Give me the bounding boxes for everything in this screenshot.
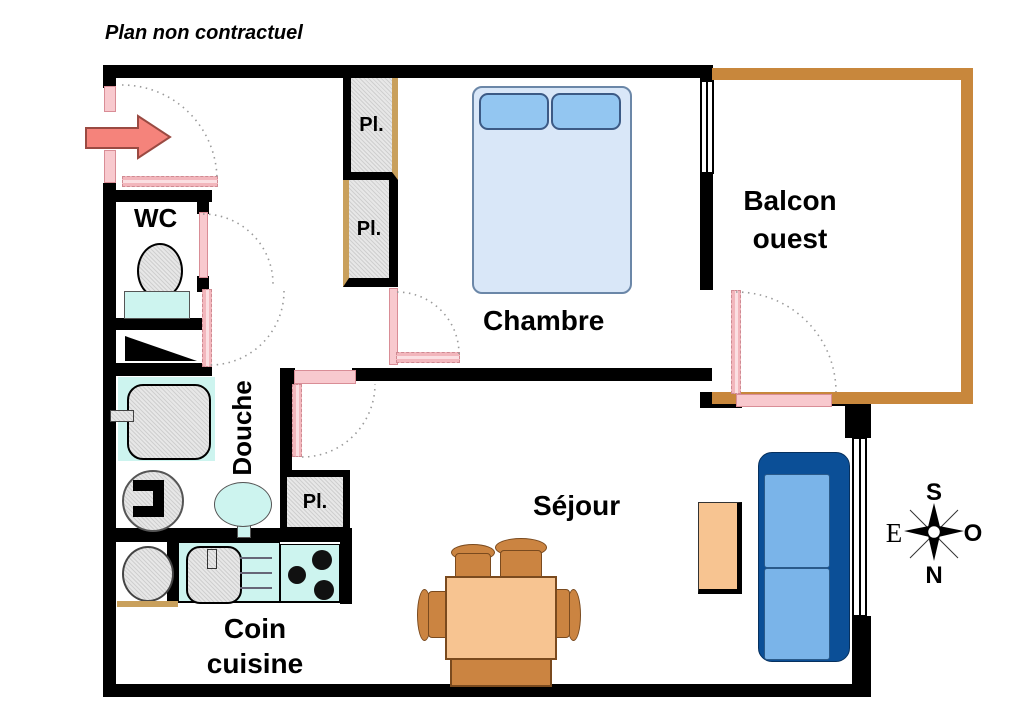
cuisine-label: Coin cuisine xyxy=(160,611,350,681)
sejour-label: Séjour xyxy=(533,490,621,521)
balcon-label: Balcon ouest xyxy=(720,182,860,258)
dining-chair-seat xyxy=(500,550,542,581)
wall-balcony-b xyxy=(700,172,713,290)
wall-shaft-bottom xyxy=(116,363,212,376)
wall-wc-right-b xyxy=(197,276,209,292)
bed-pillow-left xyxy=(479,93,549,130)
balcony-door-arc xyxy=(735,291,837,393)
chambre-door-jamb xyxy=(389,288,398,365)
wall-hall-stub xyxy=(280,368,295,384)
drainboard-line xyxy=(240,572,272,574)
bathroom-sink xyxy=(214,482,272,527)
wall-bottom xyxy=(103,684,871,697)
sofa-cushion-bottom xyxy=(764,568,830,660)
closet-pl2: Pl. xyxy=(343,180,398,287)
compass-north-label: N xyxy=(925,562,942,589)
kitchen-tan-strip xyxy=(117,601,178,607)
toilet-tank xyxy=(124,291,190,319)
hall-door-arc xyxy=(301,383,376,458)
heater-symbol-top xyxy=(133,480,163,491)
chambre-door-leaf xyxy=(396,352,460,363)
entry-jamb-top xyxy=(104,86,116,112)
door-swing-arcs xyxy=(121,84,837,458)
compass-west-label: O xyxy=(964,520,983,547)
sejour-window xyxy=(852,437,867,617)
wall-balcony-a xyxy=(700,65,713,82)
compass-rose-icon: S N E O xyxy=(886,479,983,589)
fridge xyxy=(122,546,174,602)
closet-pl3: Pl. xyxy=(280,470,350,534)
douche-door-arc xyxy=(209,290,285,366)
wall-right-lower xyxy=(852,616,871,686)
wall-chambre-sejour xyxy=(352,368,712,381)
burner xyxy=(312,550,332,570)
sideboard xyxy=(698,502,742,594)
chambre-door-arc xyxy=(396,291,460,355)
kitchen-faucet xyxy=(207,549,217,569)
wall-wc-right-a xyxy=(197,190,209,214)
duct-triangle xyxy=(125,336,197,361)
balcony-door-leaf xyxy=(731,290,741,394)
burner xyxy=(288,566,306,584)
compass-center xyxy=(926,524,942,540)
balcony-door-sill xyxy=(736,394,832,407)
compass-east-label: E xyxy=(886,518,903,548)
closet-label: Pl. xyxy=(302,490,328,513)
cuisine-label-line1: Coin xyxy=(223,613,287,644)
entry-door-leaf xyxy=(122,176,218,187)
cuisine-label-line2: cuisine xyxy=(206,648,304,679)
hall-door-sill xyxy=(294,370,356,384)
wall-left-lower xyxy=(103,183,116,697)
closet-label: Pl. xyxy=(356,217,382,240)
shower-faucet xyxy=(110,410,134,422)
balcon-label-line1: Balcon xyxy=(743,185,837,216)
wc-label: WC xyxy=(134,203,178,233)
sofa-cushion-top xyxy=(764,474,830,568)
balcon-label-line2: ouest xyxy=(752,222,828,254)
bed-pillow-right xyxy=(551,93,621,130)
heater-symbol-side xyxy=(153,480,164,517)
drainboard-line xyxy=(240,587,272,589)
wall-douche-right xyxy=(280,378,292,472)
chambre-label: Chambre xyxy=(483,305,605,336)
wall-kitchen-right xyxy=(340,528,352,604)
closet-label: Pl. xyxy=(359,113,384,136)
wc-door-jamb xyxy=(199,212,208,278)
douche-door-leaf xyxy=(202,289,212,367)
wall-wc-bottom xyxy=(116,318,212,330)
closet-pl1: Pl. xyxy=(343,78,398,180)
heater-symbol-bottom xyxy=(133,506,163,517)
wall-wc-top xyxy=(116,190,212,202)
shower-tray xyxy=(127,384,211,460)
entrance-arrow-icon xyxy=(85,114,172,160)
window-pane xyxy=(706,82,708,172)
chambre-balcony-window xyxy=(700,80,714,174)
entry-jamb-bottom xyxy=(104,150,116,183)
wall-left-upper xyxy=(103,65,116,88)
window-pane xyxy=(858,439,861,615)
drainboard-line xyxy=(240,557,272,559)
wc-door-arc xyxy=(202,213,274,285)
wall-top xyxy=(103,65,713,78)
burner xyxy=(314,580,334,600)
compass-south-label: S xyxy=(926,479,942,506)
douche-label: Douche xyxy=(226,380,257,476)
plan-title: Plan non contractuel xyxy=(105,22,303,44)
dining-table xyxy=(445,576,557,660)
hall-door-leaf xyxy=(292,384,302,457)
